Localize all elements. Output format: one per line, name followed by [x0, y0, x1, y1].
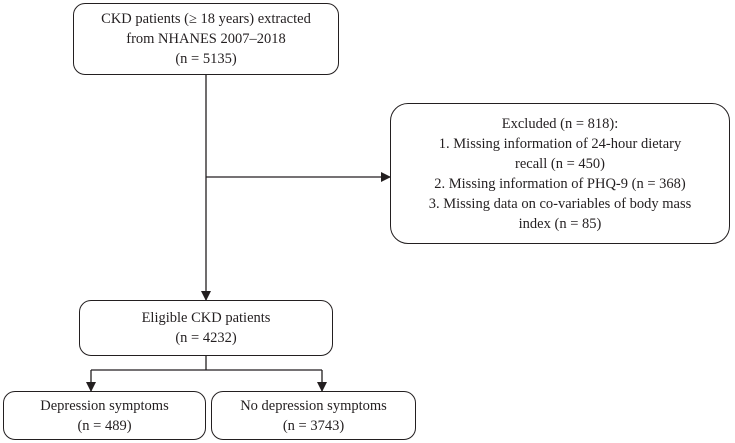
no-depression-box: No depression symptoms (n = 3743)	[211, 391, 416, 440]
excluded-box: Excluded (n = 818): 1. Missing informati…	[390, 103, 730, 244]
start-line-3: (n = 5135)	[175, 51, 237, 67]
excluded-line-3: recall (n = 450)	[515, 155, 605, 172]
no-depression-line-2: (n = 3743)	[282, 417, 345, 434]
depression-line-1: Depression symptoms	[40, 397, 169, 414]
no-depression-line-1: No depression symptoms	[240, 397, 387, 414]
depression-line-2: (n = 489)	[77, 417, 132, 434]
start-box: CKD patients (≥ 18 years) extracted from…	[73, 3, 339, 75]
start-line-1: CKD patients (≥ 18 years) extracted	[101, 11, 311, 27]
eligible-line-2: (n = 4232)	[175, 330, 237, 346]
eligible-line-1: Eligible CKD patients	[141, 310, 271, 326]
start-line-2: from NHANES 2007–2018	[126, 31, 286, 47]
eligible-box: Eligible CKD patients (n = 4232)	[79, 300, 333, 356]
excluded-line-6: index (n = 85)	[518, 215, 602, 232]
excluded-line-4: 2. Missing information of PHQ-9 (n = 368…	[434, 175, 686, 192]
depression-box: Depression symptoms (n = 489)	[3, 391, 206, 440]
excluded-line-1: Excluded (n = 818):	[501, 115, 619, 132]
excluded-line-5: 3. Missing data on co-variables of body …	[428, 195, 692, 212]
excluded-line-2: 1. Missing information of 24-hour dietar…	[438, 135, 682, 152]
